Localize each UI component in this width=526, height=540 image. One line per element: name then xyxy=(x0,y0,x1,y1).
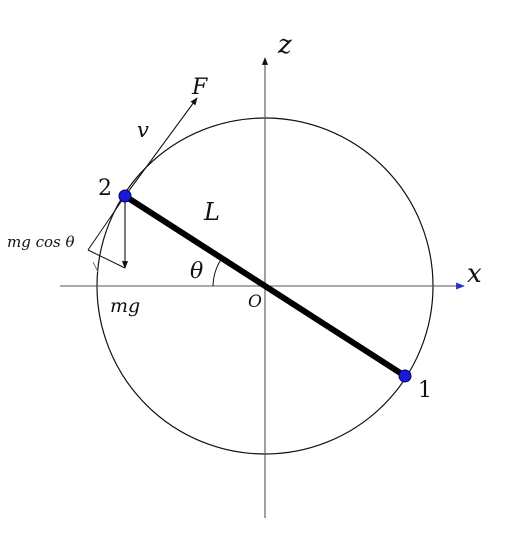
velocity-label: v xyxy=(137,118,149,142)
weight-label: mg xyxy=(110,295,140,317)
rod xyxy=(122,193,408,379)
angle-label: θ xyxy=(190,259,203,284)
mass-2-label: 2 xyxy=(98,176,112,201)
component-line-foot xyxy=(87,249,126,269)
component-tick xyxy=(92,261,99,273)
component-line xyxy=(87,195,126,251)
x-axis-label: x xyxy=(467,259,482,289)
angle-arc xyxy=(212,257,223,287)
mass-1 xyxy=(398,369,412,383)
mass-2 xyxy=(118,189,132,203)
force-label: F xyxy=(191,75,208,100)
rod-length-label: L xyxy=(203,198,220,226)
z-axis-label: z xyxy=(277,30,292,60)
force-vector xyxy=(124,97,198,197)
weight-component-label: mg cos θ xyxy=(7,233,75,251)
origin-label: O xyxy=(248,292,262,312)
mass-1-label: 1 xyxy=(418,378,432,403)
